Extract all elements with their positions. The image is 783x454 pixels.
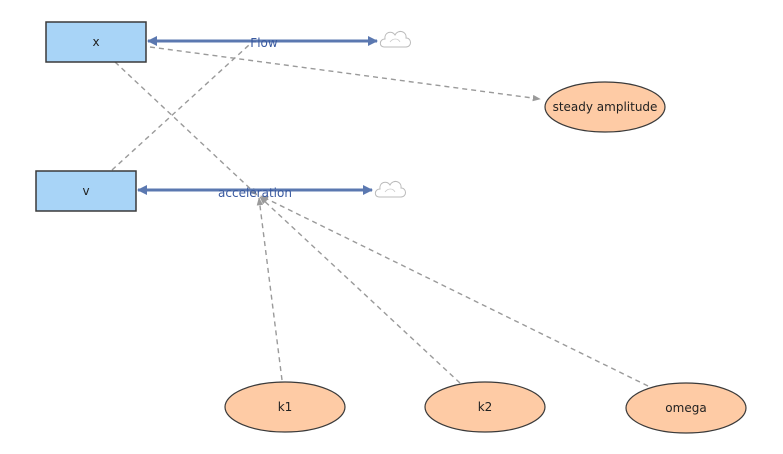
aux-k1[interactable]: k1 bbox=[224, 381, 346, 433]
aux-k1-label: k1 bbox=[278, 400, 293, 414]
aux-omega[interactable]: omega bbox=[625, 382, 747, 434]
aux-k2-label: k2 bbox=[478, 400, 493, 414]
stock-x[interactable]: x bbox=[45, 21, 147, 63]
aux-steady-amplitude[interactable]: steady amplitude bbox=[544, 81, 666, 133]
stock-v[interactable]: v bbox=[35, 170, 137, 212]
stock-v-label: v bbox=[82, 184, 89, 198]
flow-pipes bbox=[137, 36, 378, 195]
aux-omega-label: omega bbox=[665, 401, 706, 415]
influence-links bbox=[111, 44, 649, 387]
cloud-icon bbox=[374, 180, 406, 198]
link-x-to-steady-amplitude[interactable] bbox=[149, 46, 541, 102]
stock-x-box[interactable] bbox=[45, 21, 147, 63]
link-k2-to-acceleration[interactable] bbox=[259, 196, 461, 384]
flow-label-flow[interactable]: Flow bbox=[250, 36, 278, 50]
cloud-icon bbox=[379, 30, 411, 48]
aux-k1-shape[interactable] bbox=[224, 381, 346, 433]
stock-x-label: x bbox=[92, 35, 99, 49]
link-omega-to-acceleration[interactable] bbox=[260, 195, 649, 387]
aux-k2-shape[interactable] bbox=[424, 381, 546, 433]
stock-v-box[interactable] bbox=[35, 170, 137, 212]
aux-steady-amplitude-shape[interactable] bbox=[544, 81, 666, 133]
aux-k2[interactable]: k2 bbox=[424, 381, 546, 433]
link-k1-to-acceleration[interactable] bbox=[256, 197, 283, 381]
flow-label-acceleration[interactable]: acceleration bbox=[218, 186, 292, 200]
link-v-to-flow[interactable] bbox=[111, 44, 250, 171]
aux-steady-amplitude-label: steady amplitude bbox=[553, 100, 658, 114]
link-x-to-acceleration[interactable] bbox=[114, 61, 258, 196]
aux-omega-shape[interactable] bbox=[625, 382, 747, 434]
